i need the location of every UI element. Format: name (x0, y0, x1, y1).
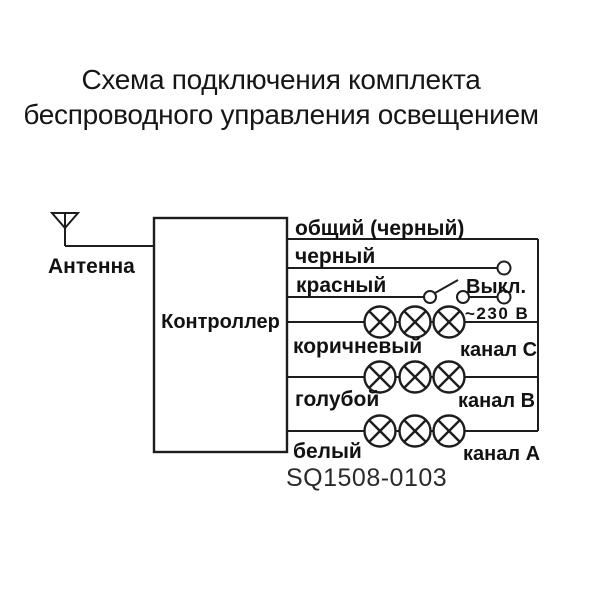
page-title: Схема подключения комплекта беспроводног… (0, 62, 562, 132)
wire-label-brown: коричневый (293, 335, 423, 358)
channel-c-label: канал C (460, 339, 538, 361)
wire-label-blue: голубой (295, 388, 380, 411)
lamp-icon (432, 305, 466, 339)
lamp-group-channel-c (363, 305, 466, 339)
lamp-icon (398, 360, 432, 394)
channel-b-label: канал B (458, 390, 536, 412)
wire-label-common: общий (черный) (295, 217, 465, 240)
lamp-group-channel-a (363, 414, 466, 448)
part-number: SQ1508-0103 (286, 464, 448, 492)
lamp-icon (363, 360, 397, 394)
wire-label-red: красный (296, 274, 387, 297)
page-title-line-2: беспроводного управления освещением (23, 99, 539, 130)
lamp-icon (432, 414, 466, 448)
antenna-label: Антенна (48, 255, 135, 278)
lamp-icon (363, 305, 397, 339)
controller-label: Контроллер (161, 311, 280, 333)
lamp-icon (398, 414, 432, 448)
lamp-icon (398, 305, 432, 339)
lamp-icon (363, 414, 397, 448)
terminal-black (496, 260, 512, 276)
controller-box (152, 216, 289, 454)
wire-label-white: белый (293, 440, 362, 463)
power-terminals (496, 260, 512, 305)
wire-label-black: черный (295, 245, 376, 268)
channel-a-label: канал A (463, 443, 541, 465)
lamp-icon (432, 360, 466, 394)
lamp-group-channel-b (363, 360, 466, 394)
voltage-label: ~230 В (465, 304, 530, 323)
switch-icon (423, 279, 498, 304)
terminal-red (496, 289, 512, 305)
page-title-line-1: Схема подключения комплекта (81, 64, 481, 95)
switch-label: Выкл. (466, 276, 527, 298)
antenna-icon (49, 212, 81, 246)
